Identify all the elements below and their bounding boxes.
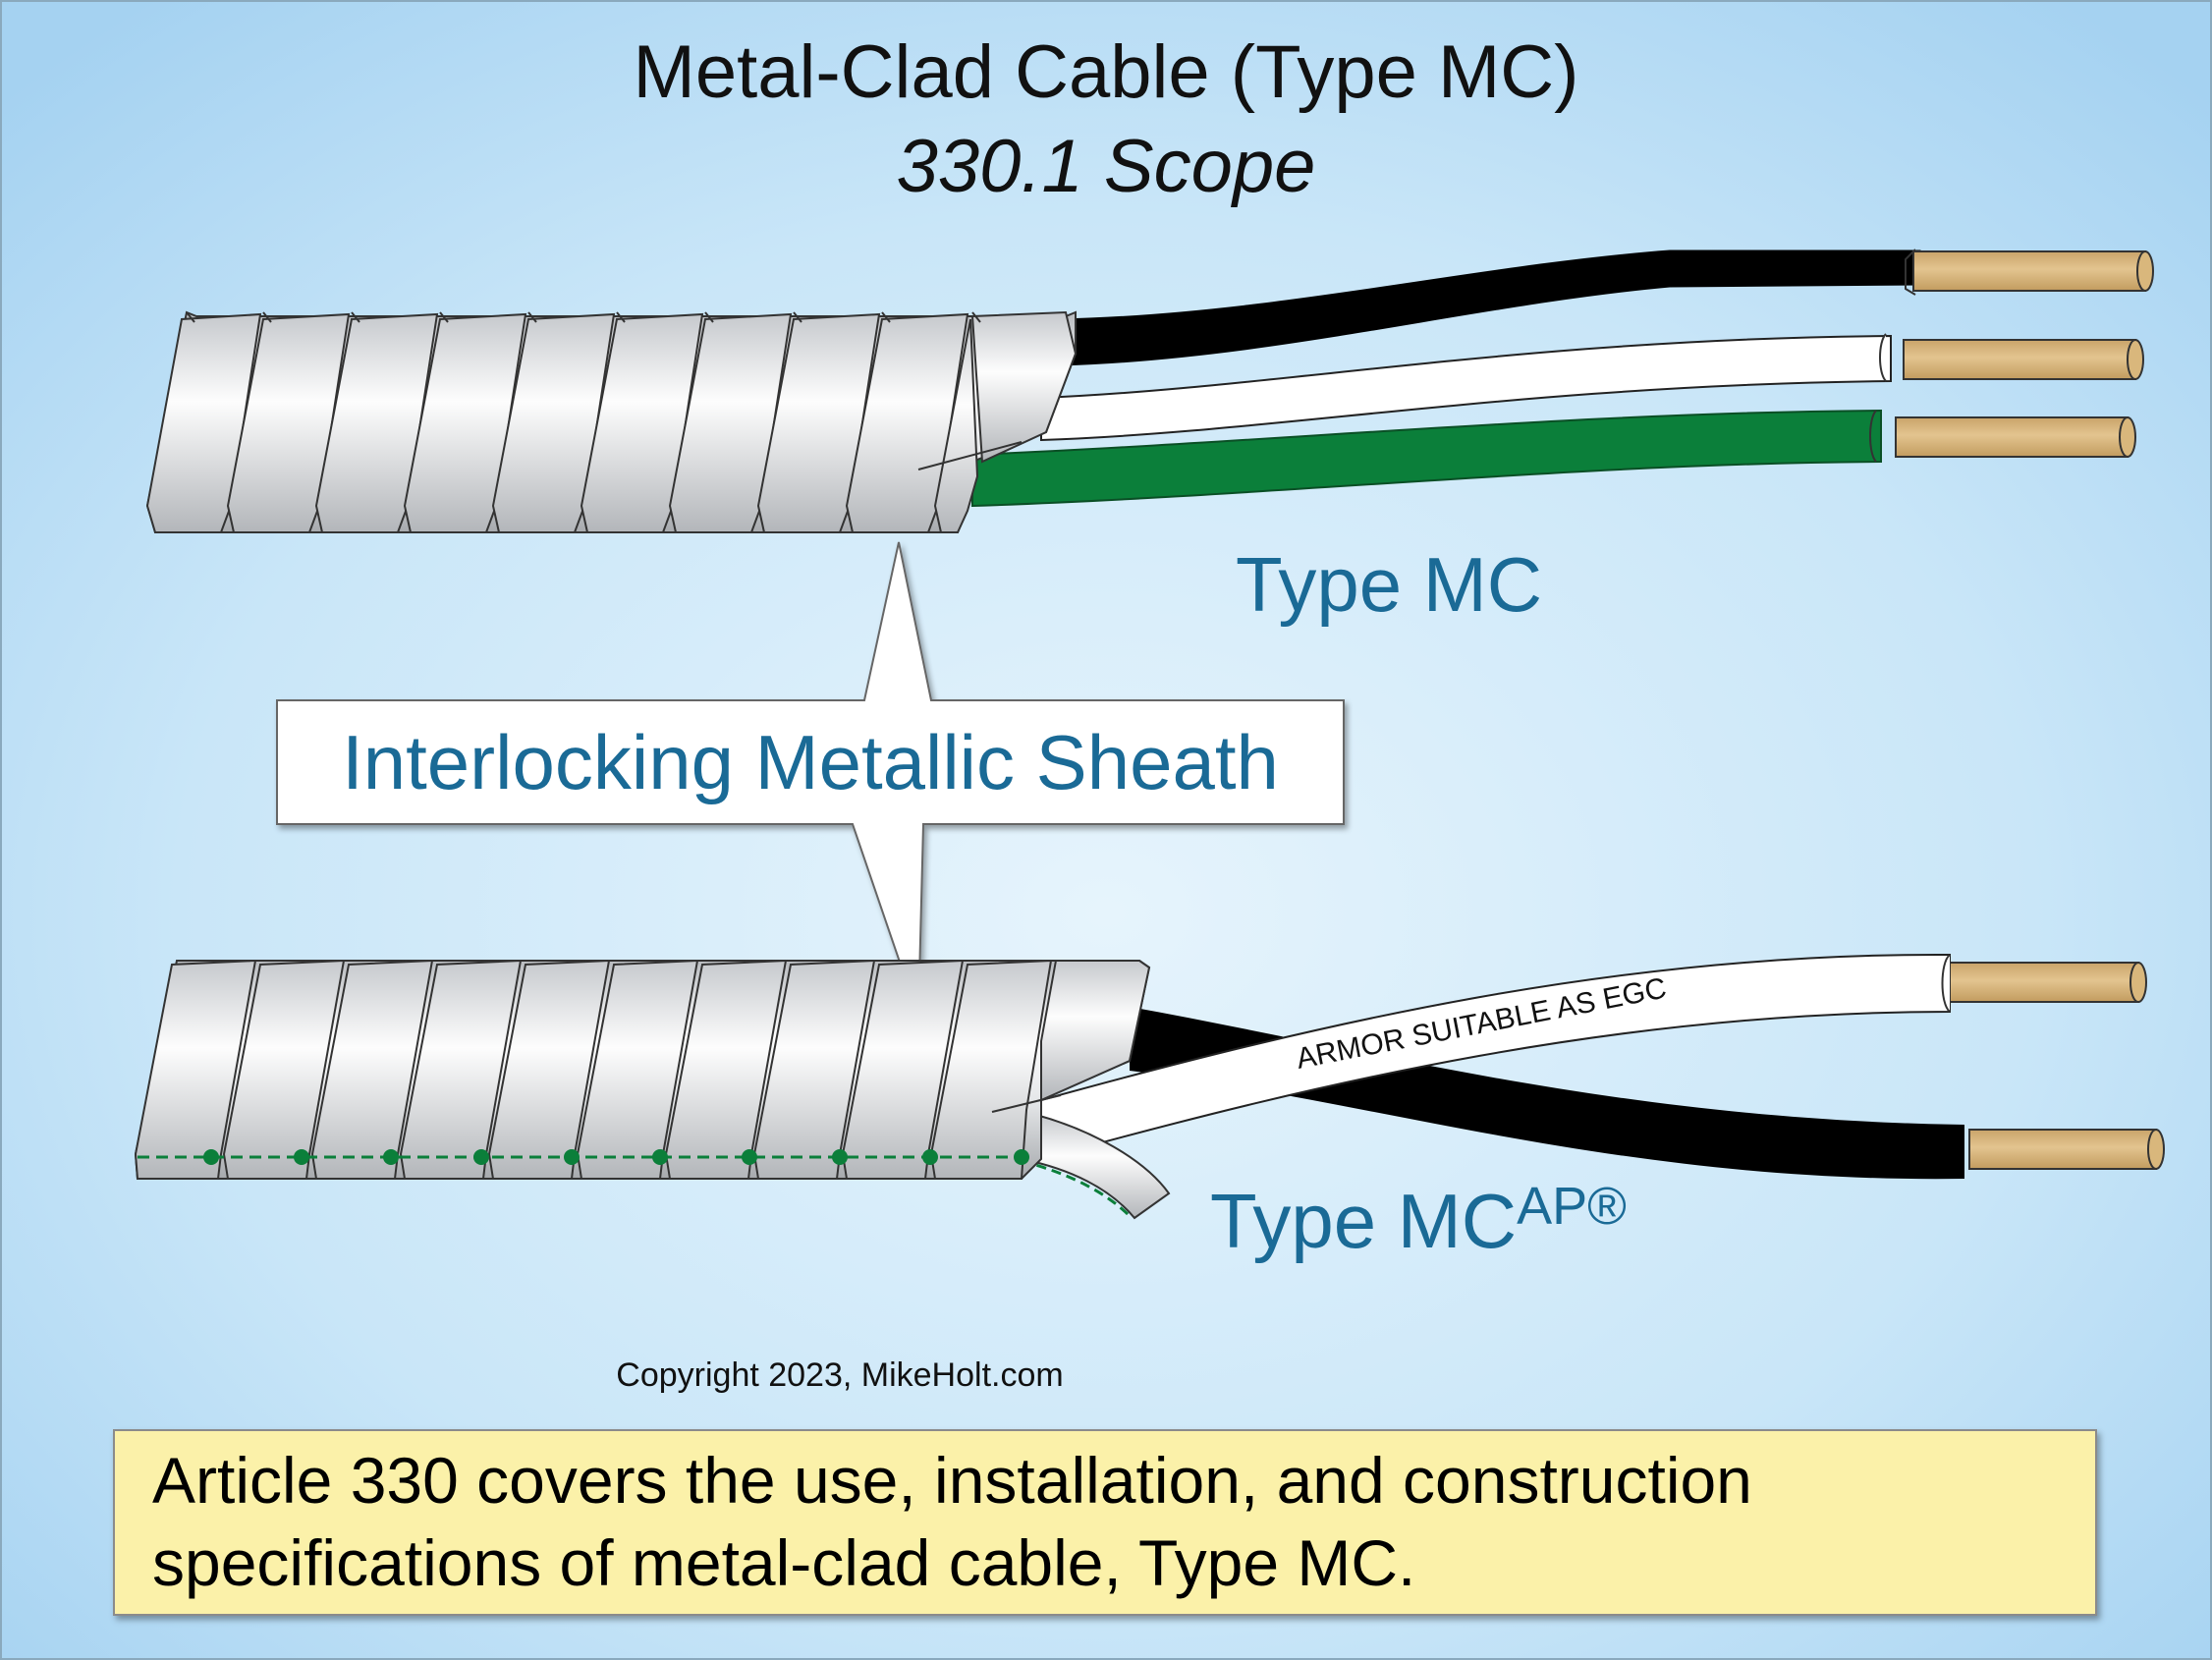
type-mcap-cable: ARMOR SUITABLE AS EGC — [134, 953, 2165, 1220]
summary-line-1: Article 330 covers the use, installation… — [152, 1444, 1752, 1517]
copper-ends-bottom — [1941, 954, 2165, 1170]
type-mcap-label: Type MCAP® — [1210, 1177, 1627, 1264]
type-mc-label: Type MC — [1236, 541, 1542, 628]
page-title: Metal-Clad Cable (Type MC) — [633, 30, 1579, 114]
callout-bubble — [276, 541, 1345, 1018]
white-conductor — [1040, 334, 1892, 442]
type-mcap-armor — [134, 959, 1151, 1180]
summary-box: Article 330 covers the use, installation… — [113, 1429, 2097, 1616]
bonding-strip-bend — [1020, 1113, 1171, 1220]
bonding-strip-dots — [203, 1149, 1029, 1165]
type-mc-armor — [145, 310, 1078, 533]
type-mc-cable — [145, 249, 2154, 533]
copyright-notice: Copyright 2023, MikeHolt.com — [616, 1356, 1064, 1394]
callout-label: Interlocking Metallic Sheath — [342, 718, 1279, 805]
copper-ends-top — [1869, 249, 2154, 463]
summary-line-2: specifications of metal-clad cable, Type… — [152, 1526, 1416, 1599]
page-subtitle: 330.1 Scope — [896, 125, 1316, 208]
green-conductor — [971, 409, 1882, 508]
